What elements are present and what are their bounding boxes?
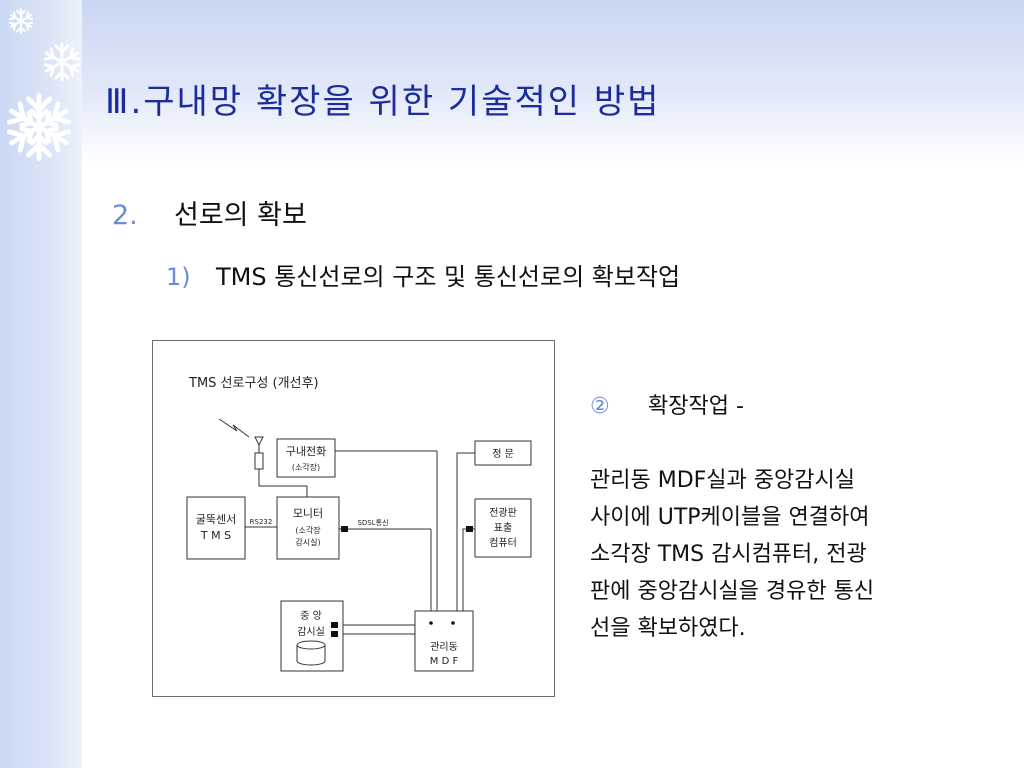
subsection-text: TMS 통신선로의 구조 및 통신선로의 확보작업 (216, 263, 681, 291)
description-line: 소각장 TMS 감시컴퓨터, 전광 (590, 542, 867, 567)
sensor-sublabel: T M S (200, 529, 231, 542)
mdf-label2: M D F (430, 656, 459, 667)
snowflake-icon (42, 42, 82, 82)
section-heading: 2. 선로의 확보 (112, 193, 307, 232)
rs232-label: RS232 (250, 518, 273, 526)
monitor-sublabel2: 감시실) (295, 537, 320, 547)
mdf-box: 관리동 M D F (414, 610, 474, 672)
subsection-number: 1) (166, 263, 191, 291)
phone-sublabel: (소각장) (292, 462, 320, 472)
step-number: ② (590, 394, 610, 419)
mdf-label1: 관리동 (430, 641, 458, 653)
description-line: 판에 중앙감시실을 경유한 통신 (590, 579, 875, 604)
phone-box: 구내전화 (소각장) (276, 438, 336, 478)
header-band (0, 0, 1024, 165)
snowflake-icon (8, 8, 34, 34)
antenna-icon (254, 436, 264, 470)
description-line: 사이에 UTP케이블을 연결하여 (590, 505, 870, 530)
wireless-icon (218, 418, 250, 438)
board-box: 전광판 표출 컴퓨터 (474, 498, 532, 558)
step-label: 확장작업 - (648, 394, 744, 419)
phone-label: 구내전화 (286, 445, 326, 458)
snowflake-icon (4, 93, 74, 162)
sensor-box: 굴뚝센서 T M S (186, 496, 246, 560)
monitor-box: 모니터 (소각장 감시실) (276, 496, 340, 560)
description: 관리동 MDF실과 중앙감시실 사이에 UTP케이블을 연결하여 소각장 TMS… (590, 462, 1010, 647)
monitor-sublabel1: (소각장 (295, 525, 321, 535)
sensor-label: 굴뚝센서 (196, 513, 236, 526)
step-heading: ② 확장작업 - (590, 388, 744, 420)
database-icon (296, 640, 326, 666)
board-label2: 표출 (494, 522, 512, 534)
network-diagram: TMS 선로구성 (개선후) 구내전화 (소각장) 굴뚝센서 T M S RS2… (152, 340, 555, 697)
central-label2: 감시실 (297, 626, 325, 638)
board-label1: 전광판 (489, 507, 517, 519)
gate-box: 정 문 (474, 440, 532, 466)
gate-label: 정 문 (492, 448, 514, 460)
monitor-label: 모니터 (293, 507, 323, 520)
central-label1: 중 앙 (300, 610, 322, 622)
subsection-heading: 1) TMS 통신선로의 구조 및 통신선로의 확보작업 (166, 257, 680, 292)
diagram-title: TMS 선로구성 (개선후) (188, 376, 319, 391)
description-line: 관리동 MDF실과 중앙감시실 (590, 468, 855, 493)
slide-title: Ⅲ.구내망 확장을 위한 기술적인 방법 (105, 82, 661, 122)
section-number: 2. (112, 200, 138, 231)
description-line: 선을 확보하였다. (590, 616, 746, 641)
section-text: 선로의 확보 (174, 200, 307, 231)
board-label3: 컴퓨터 (489, 537, 517, 549)
sdsl-label: SDSL통신 (357, 518, 388, 527)
